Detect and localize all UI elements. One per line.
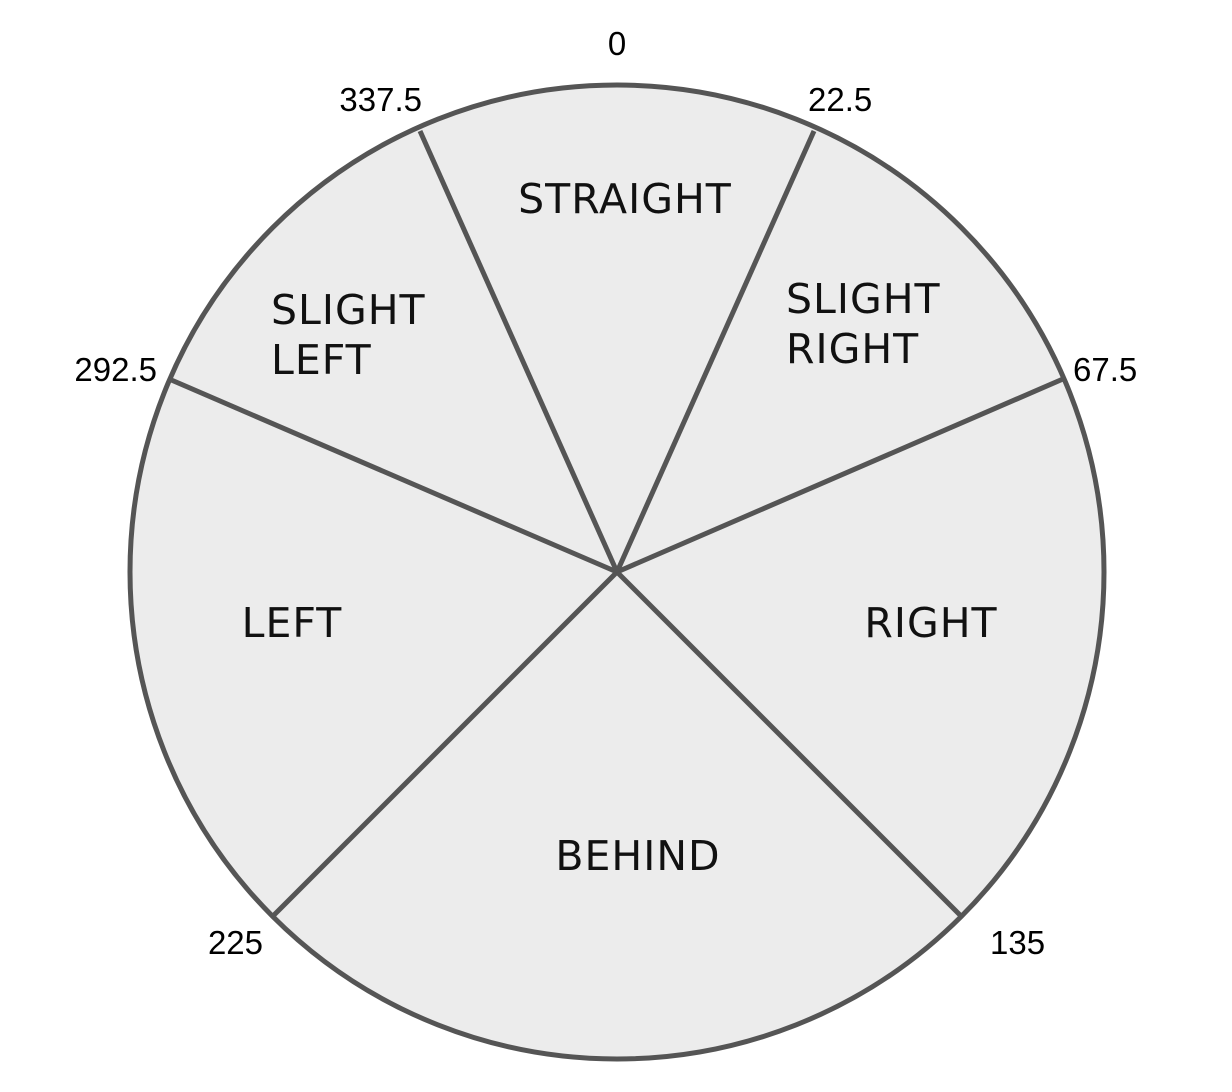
sector-label-slight-left-line-1: SLIGHT <box>271 286 426 334</box>
boundary-line-292-5 <box>168 376 618 575</box>
sector-label-behind: BEHIND <box>555 832 720 880</box>
angle-label-225: 225 <box>208 924 263 961</box>
sector-label-left: LEFT <box>242 599 343 647</box>
sector-label-slight-left-line-2: LEFT <box>271 336 372 384</box>
boundary-line-225 <box>271 570 619 918</box>
boundary-lines <box>168 129 1064 918</box>
angle-label-337-5: 337.5 <box>339 81 422 118</box>
angle-label-67-5: 67.5 <box>1073 351 1137 388</box>
angle-label-292-5: 292.5 <box>74 351 157 388</box>
sector-label-slight-right: SLIGHT RIGHT <box>786 275 955 373</box>
sector-label-straight: STRAIGHT <box>518 175 732 223</box>
sector-label-right: RIGHT <box>864 599 997 647</box>
sector-label-slight-right-line-2: RIGHT <box>786 325 919 373</box>
angle-labels: 0 22.5 67.5 135 225 292.5 337.5 <box>74 25 1137 961</box>
boundary-line-337-5 <box>417 129 620 574</box>
sector-label-slight-right-line-1: SLIGHT <box>786 275 941 323</box>
boundary-line-22-5 <box>614 129 817 574</box>
sector-labels: STRAIGHT SLIGHT RIGHT RIGHT BEHIND LEFT … <box>242 175 997 880</box>
angle-label-135: 135 <box>990 924 1045 961</box>
angle-label-0: 0 <box>608 25 626 62</box>
boundary-line-67-5 <box>616 376 1064 575</box>
boundary-line-135 <box>615 570 963 918</box>
angle-label-22-5: 22.5 <box>808 81 872 118</box>
sector-label-slight-left: SLIGHT LEFT <box>271 286 440 384</box>
